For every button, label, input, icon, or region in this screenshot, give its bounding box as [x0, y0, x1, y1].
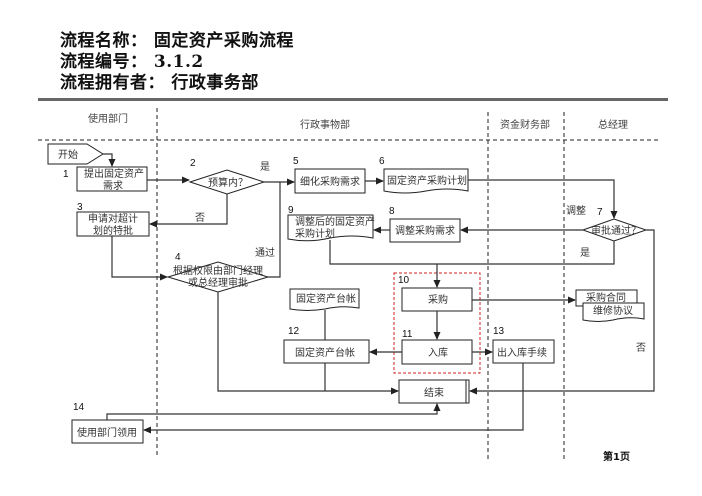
edge-start-to-1 [103, 153, 116, 167]
node-10-number: 10 [398, 275, 410, 286]
svg-text:固定资产台帐: 固定资产台帐 [296, 292, 356, 305]
node-12-number: 12 [288, 326, 300, 337]
node-8-adjust-demand[interactable]: 调整采购需求 [389, 218, 461, 243]
node-3-number: 3 [77, 202, 83, 213]
lane-user-dept: 使用部门 [88, 112, 128, 125]
node-12-asset-ledger[interactable]: 固定资产台帐 [283, 339, 370, 364]
node-6-number: 6 [379, 156, 385, 167]
header-rule [38, 98, 668, 101]
edge-7-no-to-end [469, 229, 655, 395]
edge-4-to-5 [268, 182, 281, 278]
svg-text:开始: 开始 [58, 148, 78, 161]
svg-text:需求: 需求 [103, 180, 123, 192]
edge-3-to-4 [111, 236, 168, 281]
node-9-adjusted-plan-doc[interactable]: 调整后的固定资产 采购计划 [287, 214, 375, 242]
start-node[interactable]: 开始 [47, 143, 104, 165]
node-4-authority-approval[interactable]: 根据权限由部门经理 或总经理审批 [166, 261, 270, 293]
node-6-purchase-plan-doc[interactable]: 固定资产采购计划 [383, 168, 469, 194]
svg-text:入库: 入库 [428, 346, 448, 359]
lane-finance-dept: 资金财务部 [500, 118, 550, 131]
node-7-number: 7 [597, 207, 603, 218]
svg-text:调整采购需求: 调整采购需求 [395, 224, 455, 237]
label-no-budget: 否 [195, 212, 205, 224]
node-4-number: 4 [175, 252, 181, 263]
node-14-number: 14 [73, 402, 85, 413]
svg-text:或总经理审批: 或总经理审批 [188, 276, 248, 289]
svg-text:审批通过？: 审批通过？ [591, 224, 641, 237]
repair-agreement-doc[interactable]: 维修协议 [582, 302, 645, 322]
node-1-number: 1 [63, 169, 69, 180]
page-number: 第1页 [603, 450, 630, 463]
label-adjust: 调整 [566, 204, 586, 217]
purchase-contract-doc[interactable]: 采购合同 [575, 289, 638, 307]
node-8-number: 8 [389, 206, 395, 217]
node-13-number: 13 [493, 326, 505, 337]
svg-text:维修协议: 维修协议 [593, 304, 633, 317]
svg-text:提出固定资产: 提出固定资产 [84, 167, 144, 180]
end-node[interactable]: 结束 [398, 379, 470, 404]
node-5-refine-demand[interactable]: 细化采购需求 [294, 168, 366, 194]
svg-text:结束: 结束 [424, 386, 444, 399]
svg-text:细化采购需求: 细化采购需求 [300, 175, 360, 188]
label-approved: 通过 [255, 246, 275, 259]
node-9-number: 9 [288, 205, 294, 216]
process-name: 流程名称： 固定资产采购流程 [60, 31, 294, 51]
svg-text:固定资产采购计划: 固定资产采购计划 [387, 174, 467, 187]
lane-general-manager: 总经理 [598, 118, 628, 131]
node-3-special-approval[interactable]: 申请对超计 划的特批 [76, 211, 150, 237]
node-1-submit-demand[interactable]: 提出固定资产 需求 [76, 166, 148, 192]
label-yes-approve: 是 [580, 247, 590, 259]
node-13-inout-procedure[interactable]: 出入库手续 [492, 339, 555, 364]
svg-text:划的特批: 划的特批 [93, 224, 133, 237]
node-10-purchase[interactable]: 采购 [401, 287, 473, 312]
svg-text:预算内？: 预算内？ [208, 176, 248, 189]
node-12-ledger-doc[interactable]: 固定资产台帐 [289, 288, 360, 311]
node-2-in-budget-decision[interactable]: 预算内？ [188, 169, 266, 195]
svg-text:根据权限由部门经理: 根据权限由部门经理 [173, 264, 263, 277]
edge-9-7-merge [329, 240, 615, 265]
edge-6-to-7 [468, 179, 618, 219]
svg-text:调整后的固定资产: 调整后的固定资产 [295, 215, 375, 228]
svg-text:采购计划: 采购计划 [295, 227, 335, 240]
edge-4-to-end [217, 292, 399, 395]
node-11-number: 11 [402, 329, 413, 340]
node-7-approval-decision[interactable]: 审批通过？ [581, 218, 648, 242]
swimlane-grid [38, 108, 660, 462]
svg-text:申请对超计: 申请对超计 [88, 212, 138, 225]
connectors [103, 153, 655, 434]
process-code: 流程编号： 3.1.2 [60, 52, 204, 72]
node-2-number: 2 [190, 158, 196, 169]
svg-text:使用部门领用: 使用部门领用 [77, 426, 137, 439]
label-no-approve: 否 [636, 342, 646, 354]
edge-2-to-3 [149, 194, 228, 228]
process-owner: 流程拥有者： 行政事务部 [60, 73, 259, 93]
node-11-warehousing[interactable]: 入库 [401, 339, 473, 365]
node-5-number: 5 [293, 156, 299, 167]
edge-14-to-end [106, 403, 441, 420]
svg-text:采购合同: 采购合同 [586, 291, 626, 304]
lane-admin-dept: 行政事物部 [300, 118, 350, 131]
edge-13-to-14 [143, 363, 524, 434]
node-14-user-dept-receive[interactable]: 使用部门领用 [71, 419, 144, 444]
svg-text:固定资产台帐: 固定资产台帐 [295, 346, 355, 359]
label-yes-budget: 是 [260, 161, 270, 173]
svg-text:出入库手续: 出入库手续 [497, 346, 547, 359]
svg-text:采购: 采购 [428, 293, 448, 306]
